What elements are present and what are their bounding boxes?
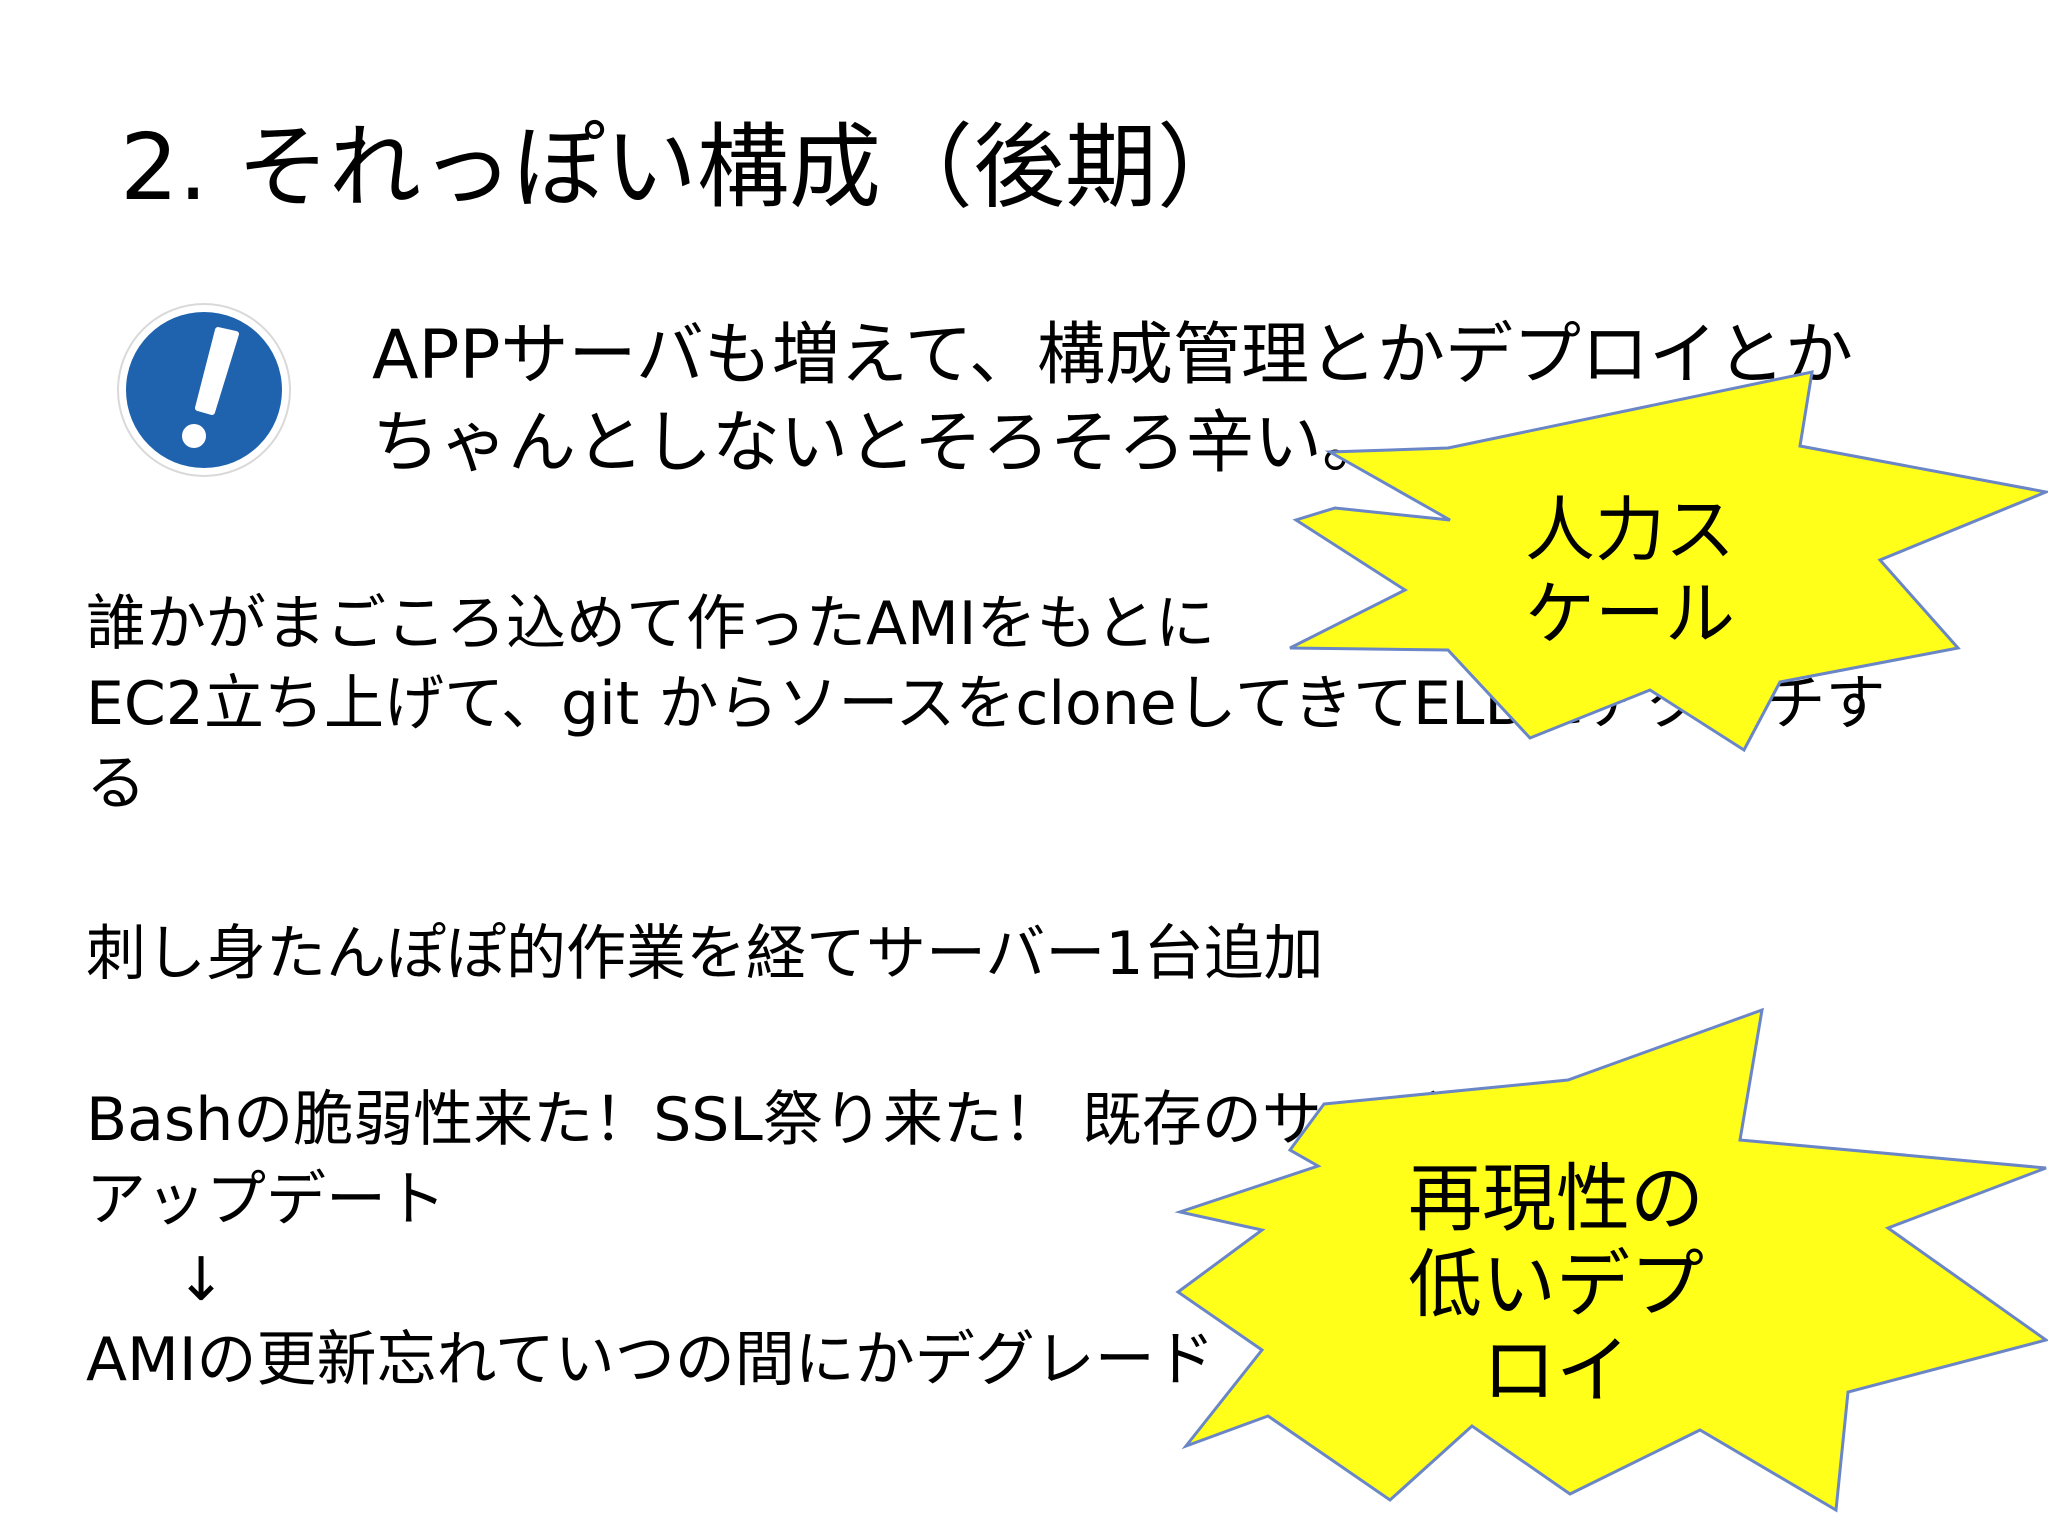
paragraph-line: アップデート	[86, 1165, 446, 1235]
explosion-label-line: ロイ	[1482, 1328, 1630, 1414]
paragraph-line: 刺し身たんぽぽ的作業を経てサーバー1台追加	[86, 919, 1324, 989]
explosion-label-low-repro-deploy: 再現性の 低いデプ ロイ	[1356, 1156, 1756, 1414]
slide-title: 2. それっぽい構成（後期）	[120, 114, 1250, 221]
paragraph-line: Bashの脆弱性来た！SSL祭り来た！ 既存のサーバーを順次	[86, 1085, 1682, 1155]
paragraph-line: る	[86, 749, 146, 819]
lead-line-1: APPサーバも増えて、構成管理とかデプロイとか	[372, 316, 1854, 395]
lead-text: APPサーバも増えて、構成管理とかデプロイとか ちゃんとしないとそろそろ辛い。	[372, 312, 1853, 488]
explosion-label-line: ケール	[1525, 573, 1735, 655]
paragraph-manual-work: 刺し身たんぽぽ的作業を経てサーバー1台追加	[86, 914, 1324, 994]
explosion-label-line: 再現性の	[1408, 1156, 1704, 1242]
paragraph-line: EC2立ち上げて、git からソースをcloneしてきてELBにアタッチす	[86, 669, 1886, 739]
down-arrow-icon: ↓	[176, 1245, 227, 1315]
exclamation-icon	[117, 303, 291, 477]
lead-line-2: ちゃんとしないとそろそろ辛い。	[372, 404, 1390, 483]
explosion-label-manual-scale: 人力ス ケール	[1480, 488, 1780, 656]
paragraph-line: AMIの更新忘れていつの間にかデグレード	[86, 1325, 1215, 1395]
explosion-label-line: 低いデプ	[1408, 1242, 1704, 1328]
paragraph-line: 誰かがまごころ込めて作ったAMIをもとに	[86, 589, 1216, 659]
explosion-label-line: 人力ス	[1525, 489, 1735, 571]
